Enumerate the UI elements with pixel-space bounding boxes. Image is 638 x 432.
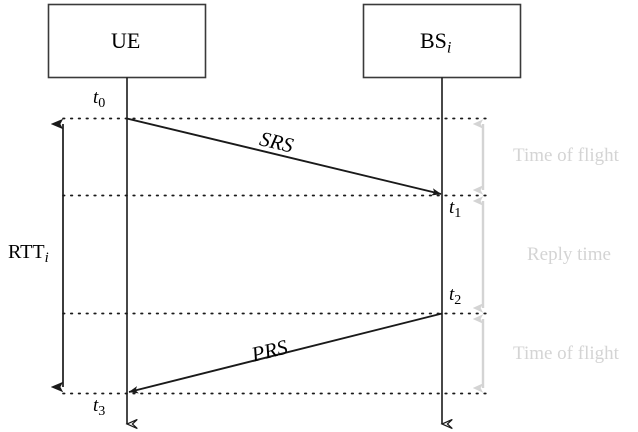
interval-label-tof1: Time of flight [513, 145, 619, 166]
participant-box-ue [47, 3, 207, 79]
message-arrow-prs [128, 312, 443, 394]
participant-label-bs: BSi [420, 28, 452, 57]
timestamp-label-t3: t3 [93, 395, 106, 419]
participant-label-ue: UE [111, 28, 141, 53]
participant-subscript-bs: i [446, 37, 452, 57]
message-arrow-srs [126, 117, 442, 196]
interval-label-tof2: Time of flight [513, 343, 619, 364]
timestamp-label-t1: t1 [449, 197, 462, 221]
interval-label-reply: Reply time [527, 244, 611, 265]
timestamp-label-t2: t2 [449, 284, 462, 308]
timestamp-label-t0: t0 [93, 87, 106, 111]
participant-box-bs [362, 3, 522, 79]
measurement-label-rtt: RTTi [8, 241, 49, 267]
